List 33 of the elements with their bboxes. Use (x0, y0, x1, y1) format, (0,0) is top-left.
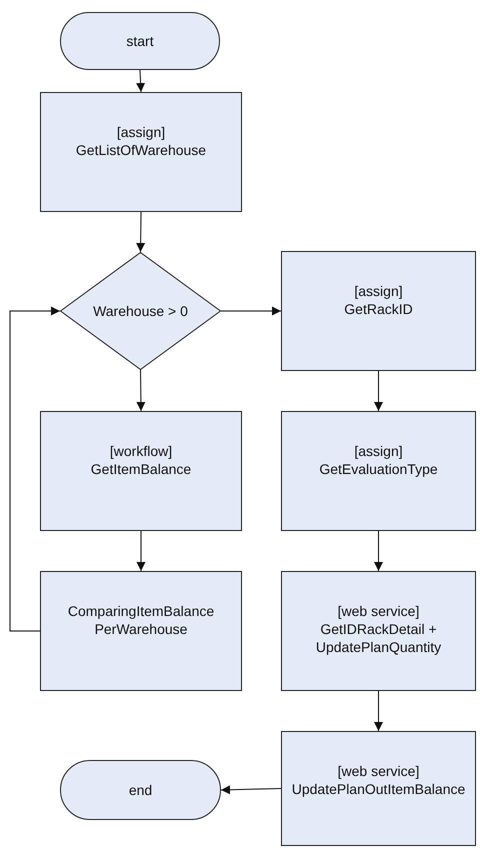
arrow (10, 306, 60, 632)
node-text: GetEvaluationType (319, 460, 438, 478)
arrow (136, 530, 146, 572)
arrow (220, 785, 282, 794)
process-box (281, 251, 476, 371)
arrow (220, 306, 282, 316)
process-box (281, 411, 476, 531)
node-text: UpdatePlanOutItemBalance (292, 780, 466, 798)
arrow (374, 530, 383, 572)
process-box (40, 571, 242, 691)
node-text: GetItemBalance (90, 460, 192, 478)
node-text: Warehouse > 0 (93, 302, 188, 320)
node-text: GetListOfWarehouse (76, 141, 206, 159)
arrow (374, 370, 383, 412)
node-text: [workflow] (110, 442, 172, 460)
node-text: end (128, 781, 152, 799)
process-box (40, 92, 242, 212)
arrow (136, 370, 146, 412)
process-box (281, 731, 476, 846)
node-text: GetRackID (344, 300, 413, 318)
node-text: [assign] (354, 282, 403, 300)
node-text: start (126, 32, 154, 50)
arrow (136, 212, 146, 252)
node-text: [web service] (338, 762, 420, 780)
arrow (136, 70, 146, 92)
node-text: GetIDRackDetail + UpdatePlanQuantity (314, 620, 442, 656)
node-text: ComparingItemBalance PerWarehouse (66, 602, 216, 638)
node-text: [web service] (338, 602, 420, 620)
arrow (374, 690, 383, 732)
process-box (281, 571, 476, 691)
process-box (40, 411, 242, 531)
node-text: [assign] (116, 123, 166, 141)
node-text: [assign] (354, 442, 403, 460)
